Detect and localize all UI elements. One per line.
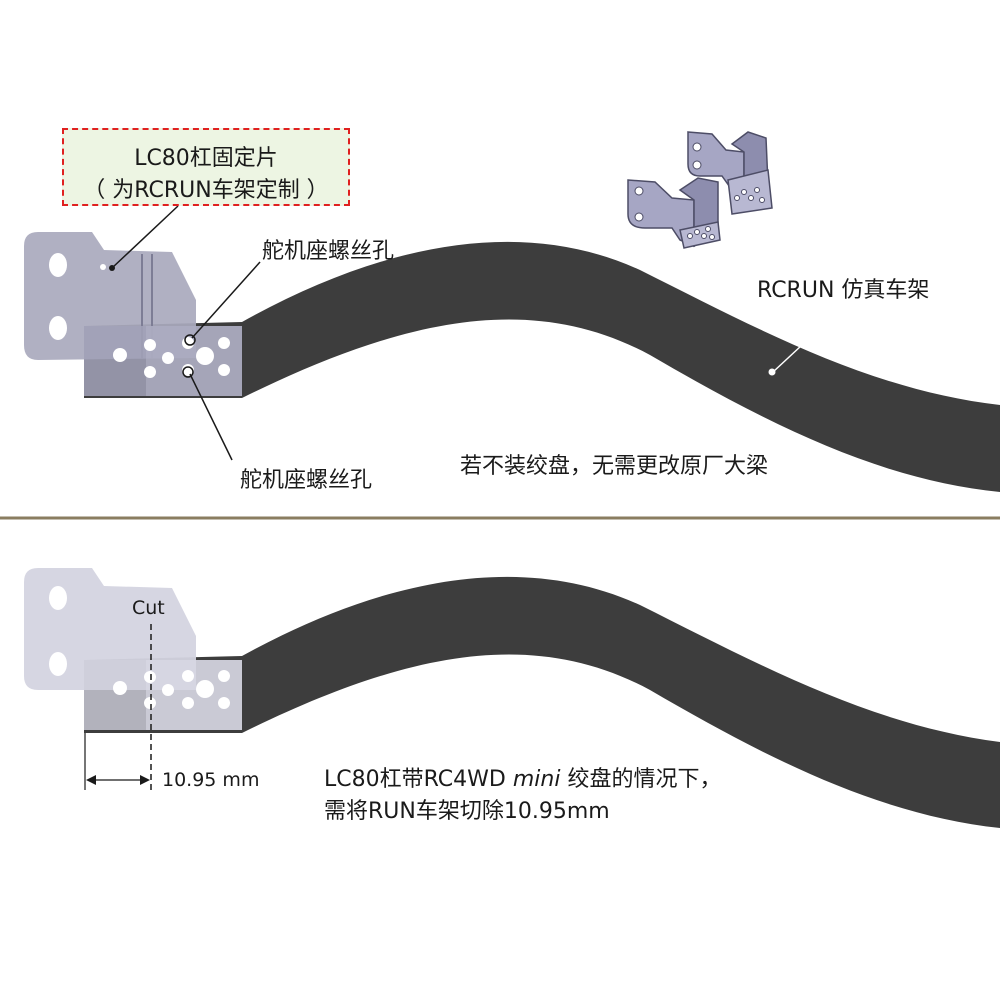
- note-winch-mini: mini: [512, 767, 561, 792]
- servo-hole-arrow-top: [191, 261, 261, 339]
- note-no-winch: 若不装绞盘，无需更改原厂大梁: [460, 454, 769, 479]
- bracket-pair-illustration: [627, 131, 773, 249]
- note-winch-line2: 需将RUN车架切除10.95mm: [324, 799, 610, 824]
- bracket-slot-upper-bottom: [49, 586, 67, 610]
- cut-label: Cut: [132, 597, 165, 619]
- note-winch-text-a: LC80杠带RC4WD: [324, 767, 513, 792]
- bracket-small-hole: [100, 264, 106, 270]
- servo-mount-plate-inner-bottom: [146, 660, 242, 730]
- callout-box: LC80杠固定片 （ 为RCRUN车架定制 ）: [62, 128, 350, 206]
- note-winch-text-b: 绞盘的情况下，: [560, 767, 722, 792]
- callout-title: LC80杠固定片: [134, 146, 278, 171]
- bracket-slot-lower: [49, 316, 67, 340]
- frame-rail-top: [84, 241, 1000, 492]
- fixing-bracket-bottom: [24, 568, 196, 690]
- servo-hole-marker-top: [184, 334, 196, 346]
- bracket-3d-right-plate: [727, 169, 773, 215]
- frame-leader: [772, 304, 846, 373]
- dimension-label: 10.95 mm: [162, 769, 260, 791]
- callout-leader-dot: [109, 265, 115, 271]
- dimension-arrow-right: [140, 775, 150, 785]
- callout-leader: [111, 205, 179, 269]
- plate-holes-top: [113, 337, 230, 378]
- frame-leader-dot: [768, 368, 776, 376]
- plate-holes-bottom: [113, 670, 230, 709]
- frame-rail-bottom: [84, 576, 1000, 828]
- note-winch-line1: LC80杠带RC4WD mini 绞盘的情况下，: [324, 761, 721, 793]
- servo-hole-marker-bottom: [182, 366, 194, 378]
- servo-hole-arrow-bottom: [189, 373, 233, 461]
- dimension-arrow-left: [86, 775, 96, 785]
- bracket-slot-lower-bottom: [49, 652, 67, 676]
- servo-hole-label-bottom: 舵机座螺丝孔: [240, 468, 373, 493]
- frame-label: RCRUN 仿真车架: [757, 278, 930, 303]
- servo-hole-label-top: 舵机座螺丝孔: [262, 239, 395, 264]
- callout-subtitle: （ 为RCRUN车架定制 ）: [83, 178, 329, 203]
- bracket-slot-upper: [49, 253, 67, 277]
